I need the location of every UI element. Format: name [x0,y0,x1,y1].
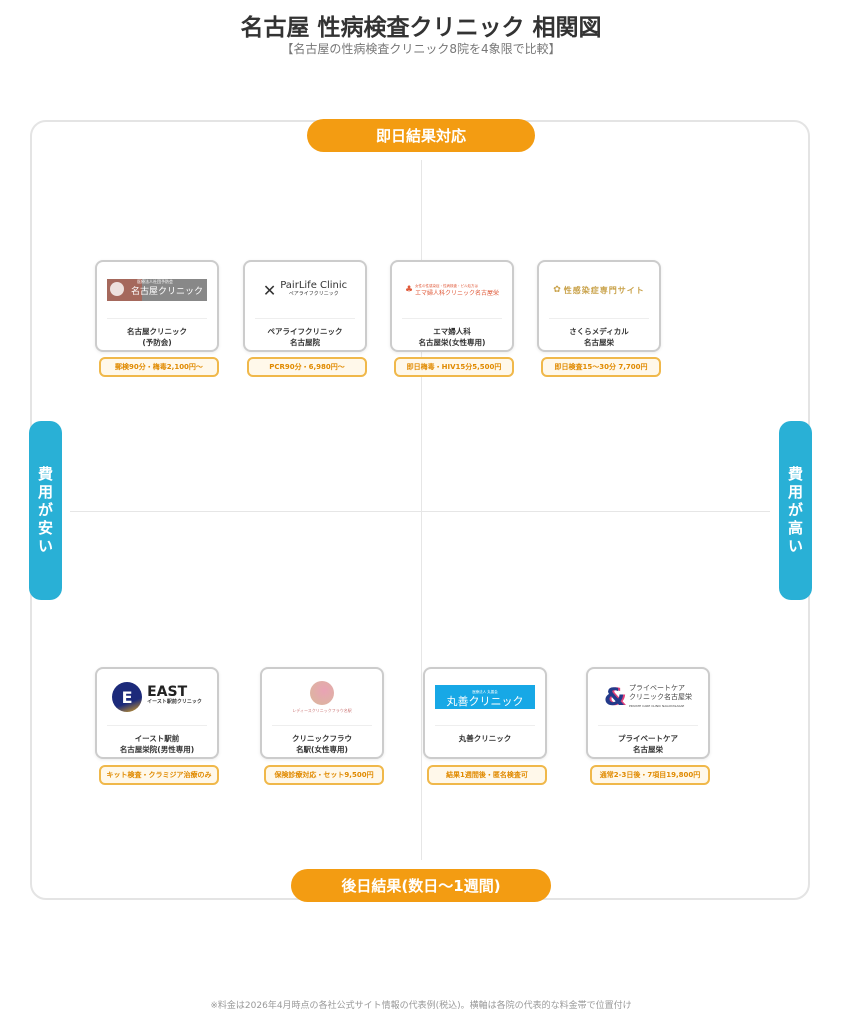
clinic-name: 丸善クリニック [458,734,512,743]
logo-subtext: 女性の性感染症・性病検査・ピル処方は [415,284,479,288]
page-subtitle: 【名古屋の性病検査クリニック8院を4象限で比較】 [281,42,561,56]
clinic-card: 医療法人 丸善会 丸善クリニック 丸善クリニック [423,667,547,759]
clinic-name: エマ婦人科 名古屋栄(女性専用) [418,327,486,347]
logo-text: EAST [147,684,188,700]
clinic-name: さくらメディカル 名古屋栄 [569,327,629,347]
vertical-axis-line [421,160,422,860]
clinic-logo: & プライベートケア クリニック名古屋栄 PRIVATE CARE CLINIC … [598,669,698,726]
logo-text: 丸善クリニック [446,695,524,708]
clinic-tag: キット検査・クラミジア治療のみ [99,765,219,785]
axis-label-left: 費用が安い [29,421,62,600]
horizontal-axis-line [70,511,770,512]
logo-subtext: 医療法人 丸善会 [472,690,498,694]
axis-label-bottom: 後日結果(数日〜1週間) [291,869,551,902]
ampersand-icon: & [604,683,625,711]
page-title: 名古屋 性病検査クリニック 相関図 [240,15,602,41]
clinic-card: 名古屋クリニック 医療法人社団予防会 名古屋クリニック (予防会) [95,260,219,352]
clinic-tag: 即日梅毒・HIV15分5,500円 [394,357,514,377]
logo-subtext: イースト駅前クリニック [147,699,202,705]
logo-text: プライベートケア クリニック名古屋栄 [628,683,692,701]
clinic-name: クリニックフラウ 名駅(女性専用) [292,734,352,754]
clinic-tag: 郵検90分・梅毒2,100円〜 [99,357,219,377]
logo-subtext: 医療法人社団予防会 [137,279,173,284]
clinic-tag: 保険診療対応・セット9,500円 [264,765,384,785]
clinic-card: & プライベートケア クリニック名古屋栄 PRIVATE CARE CLINIC … [586,667,710,759]
axis-label-top: 即日結果対応 [307,119,535,152]
clinic-card: ♣ 女性の性感染症・性病検査・ピル処方はエマ婦人科クリニック名古屋栄 エマ婦人科… [390,260,514,352]
clinic-card: ✿ 性感染症専門サイト さくらメディカル 名古屋栄 [537,260,661,352]
logo-text: PairLife Clinic [280,280,348,291]
logo-text: 性感染症専門サイト [563,285,645,295]
clinic-tag: 通常2-3日後・7項目19,800円 [590,765,710,785]
east-emblem-icon: E [112,682,143,712]
clinic-card: レディースクリニックフラウ名駅 クリニックフラウ 名駅(女性専用) [260,667,384,759]
woman-profile-icon [310,680,334,705]
clinic-name: 名古屋クリニック (予防会) [127,327,187,347]
clinic-logo: ✿ 性感染症専門サイト [549,262,649,319]
clinic-logo: レディースクリニックフラウ名駅 [272,669,372,726]
footnote: ※料金は2026年4月時点の各社公式サイト情報の代表例(税込)。横軸は各院の代表… [210,1001,632,1011]
clinic-name: プライベートケア 名古屋栄 [618,734,678,754]
maple-leaf-icon: ♣ [404,285,414,295]
clinic-name: ペアライフクリニック 名古屋院 [267,327,343,347]
axis-label-right: 費用が高い [779,421,812,600]
clinic-logo: ♣ 女性の性感染症・性病検査・ピル処方はエマ婦人科クリニック名古屋栄 [402,262,502,319]
clinic-tag: 結果1週間後・匿名検査可 [427,765,547,785]
logo-text: レディースクリニックフラウ名駅 [292,707,352,713]
clinic-logo: 名古屋クリニック 医療法人社団予防会 [107,262,207,319]
figure-icon: ✕ [262,280,277,300]
logo-subtext: PRIVATE CARE CLINIC NAGOYASAKAE [628,703,685,708]
cloud-icon [110,282,124,296]
logo-text: エマ婦人科クリニック名古屋栄 [415,290,500,297]
logo-text: 名古屋クリニック [130,286,203,297]
logo-subtext: ペアライフクリニック [288,291,339,297]
clinic-tag: PCR90分・6,980円〜 [247,357,367,377]
clinic-logo: 医療法人 丸善会 丸善クリニック [435,669,535,726]
clinic-tag: 即日検査15〜30分 7,700円 [541,357,661,377]
ribbon-icon: ✿ [553,285,561,295]
clinic-name: イースト駅前 名古屋栄院(男性専用) [119,734,195,754]
